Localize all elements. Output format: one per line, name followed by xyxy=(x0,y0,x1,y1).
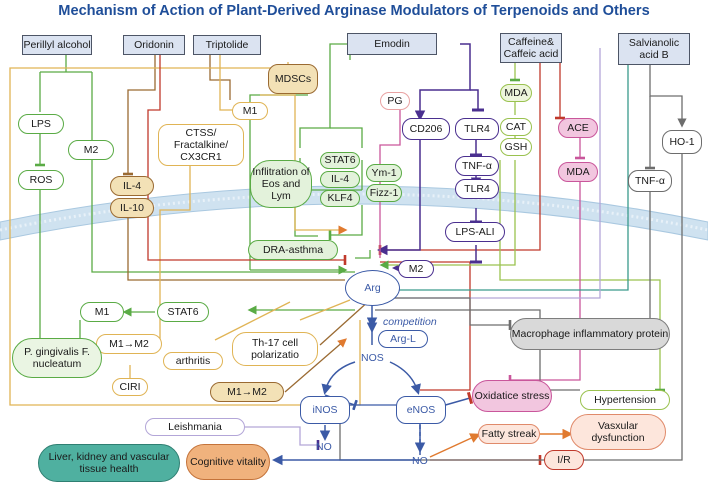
node-m1-left: M1 xyxy=(80,302,124,322)
page-title: Mechanism of Action of Plant-Derived Arg… xyxy=(58,3,650,19)
source-caffeine: Caffeine& Caffeic acid xyxy=(500,33,562,63)
node-tlr4-a: TLR4 xyxy=(455,118,499,140)
node-infiltration: Inflitration of Eos and Lym xyxy=(250,160,312,208)
node-hypertension: Hypertension xyxy=(580,390,670,410)
node-tnf-a: TNF-α xyxy=(455,156,499,176)
node-m1-top: M1 xyxy=(232,102,268,120)
label-no-a: NO xyxy=(316,441,332,453)
cell-membrane xyxy=(0,185,708,241)
node-stat6-a: STAT6 xyxy=(320,152,360,169)
node-lps-ali: LPS-ALI xyxy=(445,222,505,242)
node-tnf-b: TNF-α xyxy=(628,170,672,192)
node-il10: IL-10 xyxy=(110,198,154,218)
node-m1m2-a: M1→M2 xyxy=(96,334,162,354)
node-ciri: CIRI xyxy=(112,378,148,396)
node-stat6-b: STAT6 xyxy=(157,302,209,322)
node-fatty-streak: Fatty streak xyxy=(478,424,540,444)
node-ym1: Ym-1 xyxy=(366,164,402,182)
node-inos: iNOS xyxy=(300,396,350,424)
node-cd206: CD206 xyxy=(402,118,450,140)
source-oridonin: Oridonin xyxy=(123,35,185,55)
node-leishmania: Leishmania xyxy=(145,418,245,436)
node-m1m2-b: M1→M2 xyxy=(210,382,284,402)
node-il4-b: IL-4 xyxy=(320,171,360,188)
source-emodin: Emodin xyxy=(347,33,437,55)
node-mda-b: MDA xyxy=(558,162,598,182)
node-cognitive-vitality: Cognitive vitality xyxy=(186,444,270,480)
node-ir: I/R xyxy=(544,450,584,470)
source-triptolide: Triptolide xyxy=(193,35,261,55)
node-lps: LPS xyxy=(18,114,64,134)
node-arg: Arg xyxy=(345,270,400,306)
node-fizz1: Fizz-1 xyxy=(366,184,402,202)
source-salvianolic-acid: Salvianolic acid B xyxy=(618,33,690,65)
node-gsh: GSH xyxy=(500,138,532,156)
label-nos: NOS xyxy=(361,352,384,364)
node-th17: Th-17 cell polarizatio xyxy=(232,332,318,366)
node-oxidative-stress: Oxidatice stress xyxy=(472,380,552,412)
node-macrophage-protein: Macrophage inflammatory protein xyxy=(510,318,670,350)
node-pg: PG xyxy=(380,92,410,110)
node-mda-a: MDA xyxy=(500,84,532,102)
node-enos: eNOS xyxy=(396,396,446,424)
node-vascular-dysfunction: Vasxular dysfunction xyxy=(570,414,666,450)
node-m2-mid: M2 xyxy=(398,260,434,278)
node-pathogens: P. gingivalis F. nucleatum xyxy=(12,338,102,378)
node-tlr4-b: TLR4 xyxy=(455,179,499,199)
node-dra-asthma: DRA-asthma xyxy=(248,240,338,260)
node-klf4: KLF4 xyxy=(320,190,360,207)
node-arthritis: arthritis xyxy=(163,352,223,370)
source-perillyl-alcohol: Perillyl alcohol xyxy=(22,35,92,55)
node-cat: CAT xyxy=(500,118,532,136)
node-liver-health: Liver, kidney and vascular tissue health xyxy=(38,444,180,482)
label-no-b: NO xyxy=(412,455,428,467)
node-ho1: HO-1 xyxy=(662,130,702,154)
label-competition: competition xyxy=(383,316,437,328)
node-ace: ACE xyxy=(558,118,598,138)
node-ctss: CTSS/ Fractalkine/ CX3CR1 xyxy=(158,124,244,166)
node-il4-a: IL-4 xyxy=(110,176,154,196)
node-ros: ROS xyxy=(18,170,64,190)
node-mdscs: MDSCs xyxy=(268,64,318,94)
node-m2-left: M2 xyxy=(68,140,114,160)
node-arg-l: Arg-L xyxy=(378,330,428,348)
